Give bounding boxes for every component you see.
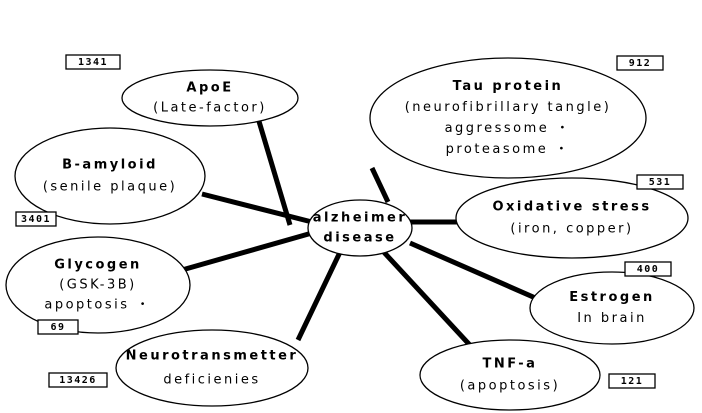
count-box-oxidative-frame — [636, 174, 684, 190]
node-apoe-line-1: ApoE — [186, 81, 233, 96]
center-node-ellipse — [307, 199, 413, 257]
count-value-apoe: 1341 — [78, 57, 108, 68]
connector-line-neurotransmitter — [295, 246, 345, 342]
node-tau-line-1: Tau protein — [453, 79, 564, 94]
node-tau-ellipse — [369, 57, 647, 179]
center-node-line-1: alzheimer — [313, 211, 408, 226]
node-neurotransmitter-line-2: deficienies — [163, 373, 260, 388]
node-glycogen-line-3: apoptosis ・ — [44, 298, 151, 313]
node-estrogen-line-1: Estrogen — [569, 290, 655, 305]
count-box-glycogen: 69 — [37, 319, 79, 335]
node-tau-line-2: (neurofibrillary tangle) — [405, 100, 612, 115]
node-tau-line-3: aggressome ・ — [445, 121, 572, 136]
count-box-apoe: 1341 — [65, 54, 121, 70]
node-neurotransmitter-ellipse — [115, 329, 309, 407]
count-box-tnf-frame — [608, 373, 656, 389]
count-value-oxidative: 531 — [649, 177, 672, 188]
center-node: alzheimer disease — [307, 199, 413, 257]
node-neurotransmitter: Neurotransmetter deficienies 13426 — [48, 329, 309, 407]
count-value-neurotransmitter: 13426 — [59, 375, 97, 386]
node-estrogen-ellipse — [529, 271, 695, 345]
count-box-tau-frame — [616, 55, 664, 71]
count-box-estrogen: 400 — [624, 261, 672, 277]
node-apoe-ellipse — [121, 69, 299, 127]
connector-line-glycogen — [181, 230, 313, 273]
node-tnf-line-2: (apoptosis) — [460, 379, 560, 394]
count-box-glycogen-frame — [37, 319, 79, 335]
connector-line-tnf — [378, 246, 482, 358]
count-box-apoe-frame — [65, 54, 121, 70]
node-glycogen: Glycogen (GSK-3B) apoptosis ・ 69 — [5, 236, 191, 335]
connectors — [181, 117, 542, 358]
count-box-neurotransmitter: 13426 — [48, 372, 108, 388]
node-amyloid-line-1: B-amyloid — [62, 158, 158, 173]
count-box-tau: 912 — [616, 55, 664, 71]
connector-line-tau — [369, 166, 391, 204]
node-amyloid-line-2: (senile plaque) — [43, 180, 177, 195]
connector-line-amyloid — [201, 191, 313, 225]
node-tnf: TNF-a (apoptosis) 121 — [419, 339, 656, 411]
node-glycogen-line-2: (GSK-3B) — [59, 278, 137, 293]
count-box-oxidative: 531 — [636, 174, 684, 190]
count-value-tau: 912 — [629, 58, 652, 69]
node-tau-line-4: proteasome ・ — [446, 142, 571, 157]
count-box-amyloid: 3401 — [15, 211, 57, 227]
node-glycogen-line-1: Glycogen — [54, 258, 142, 273]
node-estrogen: Estrogen In brain 400 — [529, 261, 695, 345]
connector-line-apoe — [255, 117, 293, 226]
node-oxidative-line-1: Oxidative stress — [492, 200, 651, 215]
node-apoe-line-2: (Late-factor) — [153, 101, 267, 116]
count-value-estrogen: 400 — [637, 264, 660, 275]
count-box-neurotransmitter-frame — [48, 372, 108, 388]
connector-line-estrogen — [408, 240, 542, 303]
count-box-tnf: 121 — [608, 373, 656, 389]
node-oxidative-line-2: (iron, copper) — [510, 222, 633, 237]
node-tnf-ellipse — [419, 339, 601, 411]
node-amyloid: B-amyloid (senile plaque) 3401 — [14, 127, 206, 227]
node-apoe: ApoE (Late-factor) 1341 — [65, 54, 299, 127]
count-value-glycogen: 69 — [50, 322, 65, 333]
node-neurotransmitter-line-1: Neurotransmetter — [126, 349, 299, 364]
count-box-amyloid-frame — [15, 211, 57, 227]
count-value-tnf: 121 — [621, 376, 644, 387]
node-estrogen-line-2: In brain — [577, 311, 647, 326]
count-box-estrogen-frame — [624, 261, 672, 277]
node-oxidative: Oxidative stress (iron, copper) 531 — [455, 174, 689, 259]
count-value-amyloid: 3401 — [21, 214, 51, 225]
center-node-line-2: disease — [323, 231, 396, 246]
node-tau: Tau protein (neurofibrillary tangle) aggre… — [369, 55, 664, 179]
node-glycogen-ellipse — [5, 236, 191, 334]
node-amyloid-ellipse — [14, 127, 206, 225]
node-tnf-line-1: TNF-a — [483, 357, 538, 372]
node-oxidative-ellipse — [455, 177, 689, 259]
